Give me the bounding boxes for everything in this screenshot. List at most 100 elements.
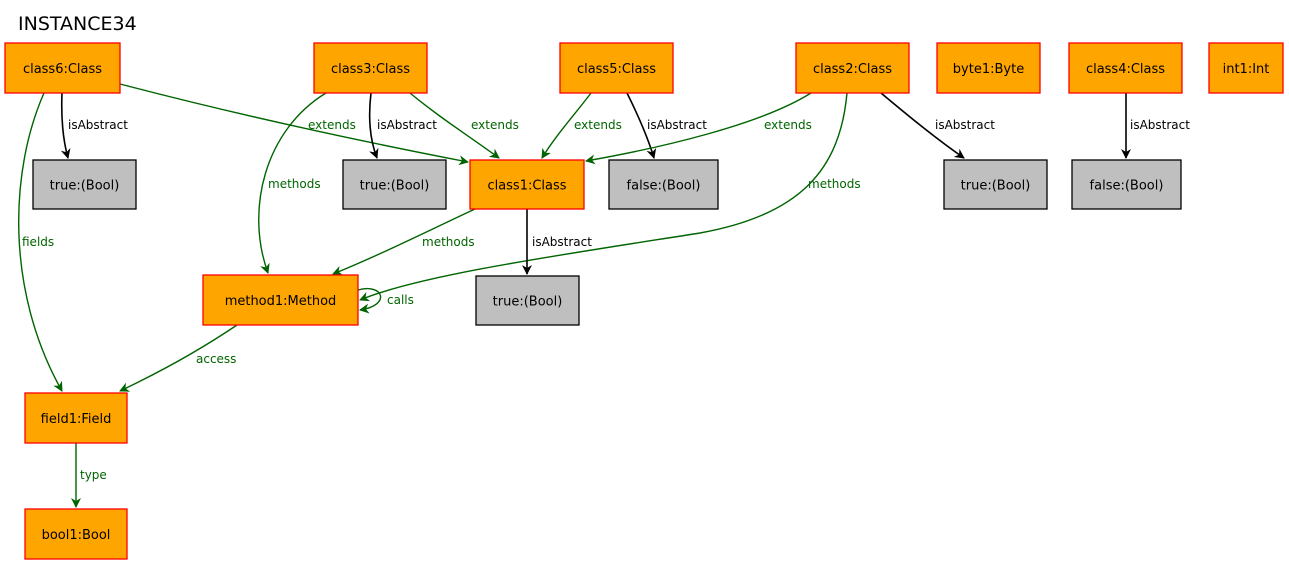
node-v_c5: false:(Bool) — [608, 159, 719, 210]
node-label: class4:Class — [1086, 62, 1165, 77]
edge-method1-field1-access: access — [119, 324, 238, 392]
value-box — [1071, 159, 1182, 210]
node-label: class1:Class — [487, 179, 566, 194]
node-label: true:(Bool) — [961, 179, 1031, 194]
node-v_c4: false:(Bool) — [1071, 159, 1182, 210]
node-v_c6: true:(Bool) — [32, 159, 137, 210]
edge-class3-class1-extends: extends — [409, 92, 519, 159]
edge-line — [368, 92, 379, 159]
edge-label: isAbstract — [935, 118, 995, 132]
node-label: field1:Field — [41, 412, 112, 427]
edge-label: extends — [574, 118, 622, 132]
edge-class2-method1-methods: methods — [359, 92, 861, 302]
edge-class6-class1-extends: extends — [119, 83, 469, 166]
edge-line — [359, 92, 848, 302]
object-box — [24, 392, 128, 444]
edge-line — [332, 208, 476, 276]
edge-class6-field1-fields: fields — [18, 92, 63, 392]
node-label: int1:Int — [1223, 62, 1270, 77]
node-class5: class5:Class — [559, 42, 674, 94]
node-int1: int1:Int — [1208, 42, 1284, 94]
value-box — [475, 275, 580, 326]
edge-label: methods — [422, 235, 475, 249]
value-box — [943, 159, 1048, 210]
edge-label: type — [80, 468, 107, 482]
node-class2: class2:Class — [795, 42, 910, 94]
edge-label: isAbstract — [532, 235, 592, 249]
edge-label: isAbstract — [377, 118, 437, 132]
edge-label: extends — [764, 118, 812, 132]
edge-line — [119, 83, 469, 166]
edge-class4-v_c4-isAbstract: isAbstract — [1121, 93, 1190, 159]
node-label: true:(Bool) — [360, 179, 430, 194]
edge-field1-bool1-type: type — [71, 443, 107, 508]
edge-line — [258, 92, 327, 274]
edge-class1-method1-methods: methods — [332, 208, 476, 276]
object-box — [4, 42, 121, 94]
edge-line — [18, 92, 63, 392]
edge-label: fields — [22, 235, 54, 249]
node-label: false:(Bool) — [627, 179, 701, 194]
node-label: bool1:Bool — [42, 528, 111, 543]
edge-line — [60, 92, 71, 159]
edge-label: extends — [308, 118, 356, 132]
node-v_c2: true:(Bool) — [943, 159, 1048, 210]
node-label: false:(Bool) — [1090, 179, 1164, 194]
edge-label: methods — [268, 177, 321, 191]
edge-class2-v_c2-isAbstract: isAbstract — [880, 92, 995, 159]
node-label: class3:Class — [331, 62, 410, 77]
value-box — [32, 159, 137, 210]
node-label: method1:Method — [225, 294, 337, 309]
node-v_c3: true:(Bool) — [342, 159, 447, 210]
edge-line — [119, 324, 238, 392]
node-label: true:(Bool) — [50, 179, 120, 194]
edge-label: access — [196, 352, 236, 366]
edge-class3-method1-methods: methods — [258, 92, 327, 274]
node-v_c1: true:(Bool) — [475, 275, 580, 326]
object-box — [24, 508, 128, 560]
edge-line — [541, 92, 592, 159]
object-box — [1068, 42, 1183, 94]
object-box — [313, 42, 428, 94]
edge-class6-v_c6-isAbstract: isAbstract — [60, 92, 128, 159]
node-label: class6:Class — [23, 62, 102, 77]
node-class3: class3:Class — [313, 42, 428, 94]
node-class6: class6:Class — [4, 42, 121, 94]
edge-label: methods — [808, 177, 861, 191]
edge-line — [880, 92, 965, 159]
edge-line — [409, 92, 500, 159]
edge-method1-method1-calls: calls — [357, 288, 414, 314]
edge-line — [585, 92, 812, 165]
edge-line — [357, 288, 382, 314]
object-box — [202, 274, 359, 326]
node-method1: method1:Method — [202, 274, 359, 326]
edge-label: isAbstract — [1130, 118, 1190, 132]
edge-class3-v_c3-isAbstract: isAbstract — [368, 92, 437, 159]
node-byte1: byte1:Byte — [936, 42, 1041, 94]
edge-class5-class1-extends: extends — [541, 92, 622, 159]
edge-label: isAbstract — [68, 118, 128, 132]
value-box — [608, 159, 719, 210]
edge-class2-class1-extends: extends — [585, 92, 812, 165]
nodes-layer: class6:Class class3:Class class5:Class clas… — [4, 42, 1284, 560]
edge-label: calls — [387, 293, 414, 307]
value-box — [342, 159, 447, 210]
node-label: class5:Class — [577, 62, 656, 77]
node-label: class2:Class — [813, 62, 892, 77]
diagram-title: INSTANCE34 — [18, 13, 137, 35]
node-class4: class4:Class — [1068, 42, 1183, 94]
edge-label: isAbstract — [647, 118, 707, 132]
node-label: byte1:Byte — [953, 62, 1024, 77]
node-label: true:(Bool) — [493, 295, 563, 310]
edge-class5-v_c5-isAbstract: isAbstract — [626, 92, 707, 159]
object-box — [469, 159, 585, 210]
object-box — [1208, 42, 1284, 94]
edge-class1-v_c1-isAbstract: isAbstract — [522, 209, 592, 275]
object-box — [559, 42, 674, 94]
edge-line — [626, 92, 657, 159]
node-field1: field1:Field — [24, 392, 128, 444]
object-box — [795, 42, 910, 94]
object-box — [936, 42, 1041, 94]
